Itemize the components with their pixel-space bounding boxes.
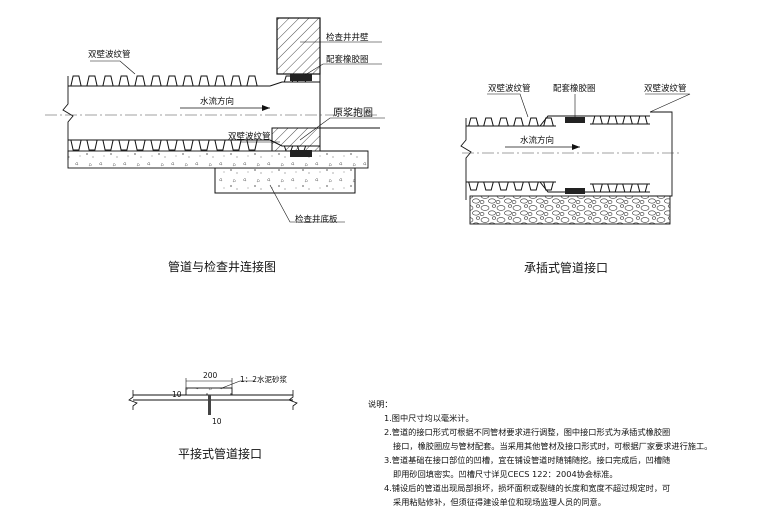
note-line-3: 接口，橡胶圈应与管材配套。当采用其他管材及接口形式时，可根据厂家要求进行施工。 (393, 441, 712, 451)
corrugated-pipe (68, 75, 380, 152)
notes-block: 说明： 1.图中尺寸均以毫米计。 2.管道的接口形式可根据不同管材要求进行调整，… (368, 399, 712, 507)
pipe-bedding (67, 150, 369, 169)
label-mortar: 1：2水泥砂浆 (240, 374, 288, 384)
flat-joint-diagram: 200 1：2水泥砂浆 10 10 平接式管道接口 (128, 371, 298, 461)
label-grout-collar: 原浆抱圈 (333, 106, 373, 119)
break-line-left (128, 390, 138, 410)
note-line-7: 采用粘贴修补，但须征得建设单位和现场监理人员的同意。 (393, 497, 606, 507)
pipe-left-wall-top (466, 117, 556, 127)
caption-socket-joint: 承插式管道接口 (524, 260, 608, 275)
leader-gasket (304, 63, 382, 76)
note-line-4: 3.管道基础在接口部位的凹槽，宜在铺设管道时随铺随挖。接口完成后，凹槽随 (384, 455, 670, 465)
leader-base (269, 184, 345, 223)
socket-top (539, 115, 650, 127)
flow-arrow-head (572, 144, 580, 150)
pipe-wall-top (68, 75, 260, 87)
leader-grout (299, 117, 385, 141)
caption-manhole-connection: 管道与检查井连接图 (168, 259, 276, 274)
corrugated-pipe-socket (466, 111, 673, 197)
label-pipe-bottom: 双壁波纹管 (228, 131, 271, 142)
leader-mortar (221, 380, 255, 389)
label-flow-direction: 水流方向 (200, 96, 234, 107)
manhole-connection-diagram: 双壁波纹管 检查井井壁 配套橡胶圈 水流方向 原浆抱圈 双壁波纹管 检查井底板 … (45, 17, 385, 274)
pipe-right-wall-bottom (590, 183, 650, 193)
notes-heading: 说明： (368, 399, 393, 409)
note-line-5: 即用砂回填密实。凹槽尺寸详见CECS 122：2004协会标准。 (393, 469, 618, 479)
dim-width-200: 200 (203, 371, 218, 380)
leader-pipe-top (90, 60, 136, 75)
label-base-slab: 检查井底板 (295, 214, 338, 225)
manhole-wall (276, 17, 321, 75)
rubber-gasket-top (565, 117, 585, 123)
pipe-right-end (650, 111, 673, 197)
flow-arrow-head (262, 105, 270, 111)
break-line-left (460, 118, 472, 200)
socket-joint-diagram: 双壁波纹管 配套橡胶圈 双壁波纹管 水流方向 承插式管道接口 (460, 83, 691, 275)
rubber-gasket-top (290, 74, 312, 81)
leader-pipe-right (645, 93, 691, 113)
leader-pipe-left (487, 93, 529, 118)
note-line-6: 4.铺设后的管道出现局部损坏，损坏面积或裂缝的长度和宽度不超过规定时，可 (384, 483, 670, 493)
label-manhole-wall: 检查井井壁 (326, 32, 369, 43)
pipe-right-wall-top (590, 115, 650, 125)
note-line-2: 2.管道的接口形式可根据不同管材要求进行调整，图中接口形式为承插式橡胶圈 (384, 427, 670, 437)
label-gasket: 配套橡胶圈 (553, 83, 596, 94)
label-pipe-top: 双壁波纹管 (88, 49, 131, 60)
socket-bottom (539, 181, 650, 193)
note-line-1: 1.图中尺寸均以毫米计。 (384, 413, 474, 423)
manhole-base-slab (214, 167, 356, 194)
break-line-left (62, 76, 74, 160)
rubber-gasket-bottom (290, 150, 312, 157)
break-line-right (288, 390, 298, 410)
rubber-gasket-bottom (565, 188, 585, 194)
caption-flat-joint: 平接式管道接口 (178, 446, 262, 461)
label-pipe-left: 双壁波纹管 (488, 83, 531, 94)
joint-gap (208, 395, 211, 415)
socket-top (269, 81, 320, 87)
pipe-left-wall-bottom (466, 181, 556, 191)
label-gasket: 配套橡胶圈 (326, 54, 369, 65)
label-flow-direction: 水流方向 (520, 135, 554, 146)
dim-left-10: 10 (172, 390, 182, 399)
gravel-bedding (469, 195, 671, 225)
label-pipe-right: 双壁波纹管 (644, 83, 687, 94)
mortar-band (185, 387, 233, 396)
dim-bottom-10: 10 (212, 417, 222, 426)
